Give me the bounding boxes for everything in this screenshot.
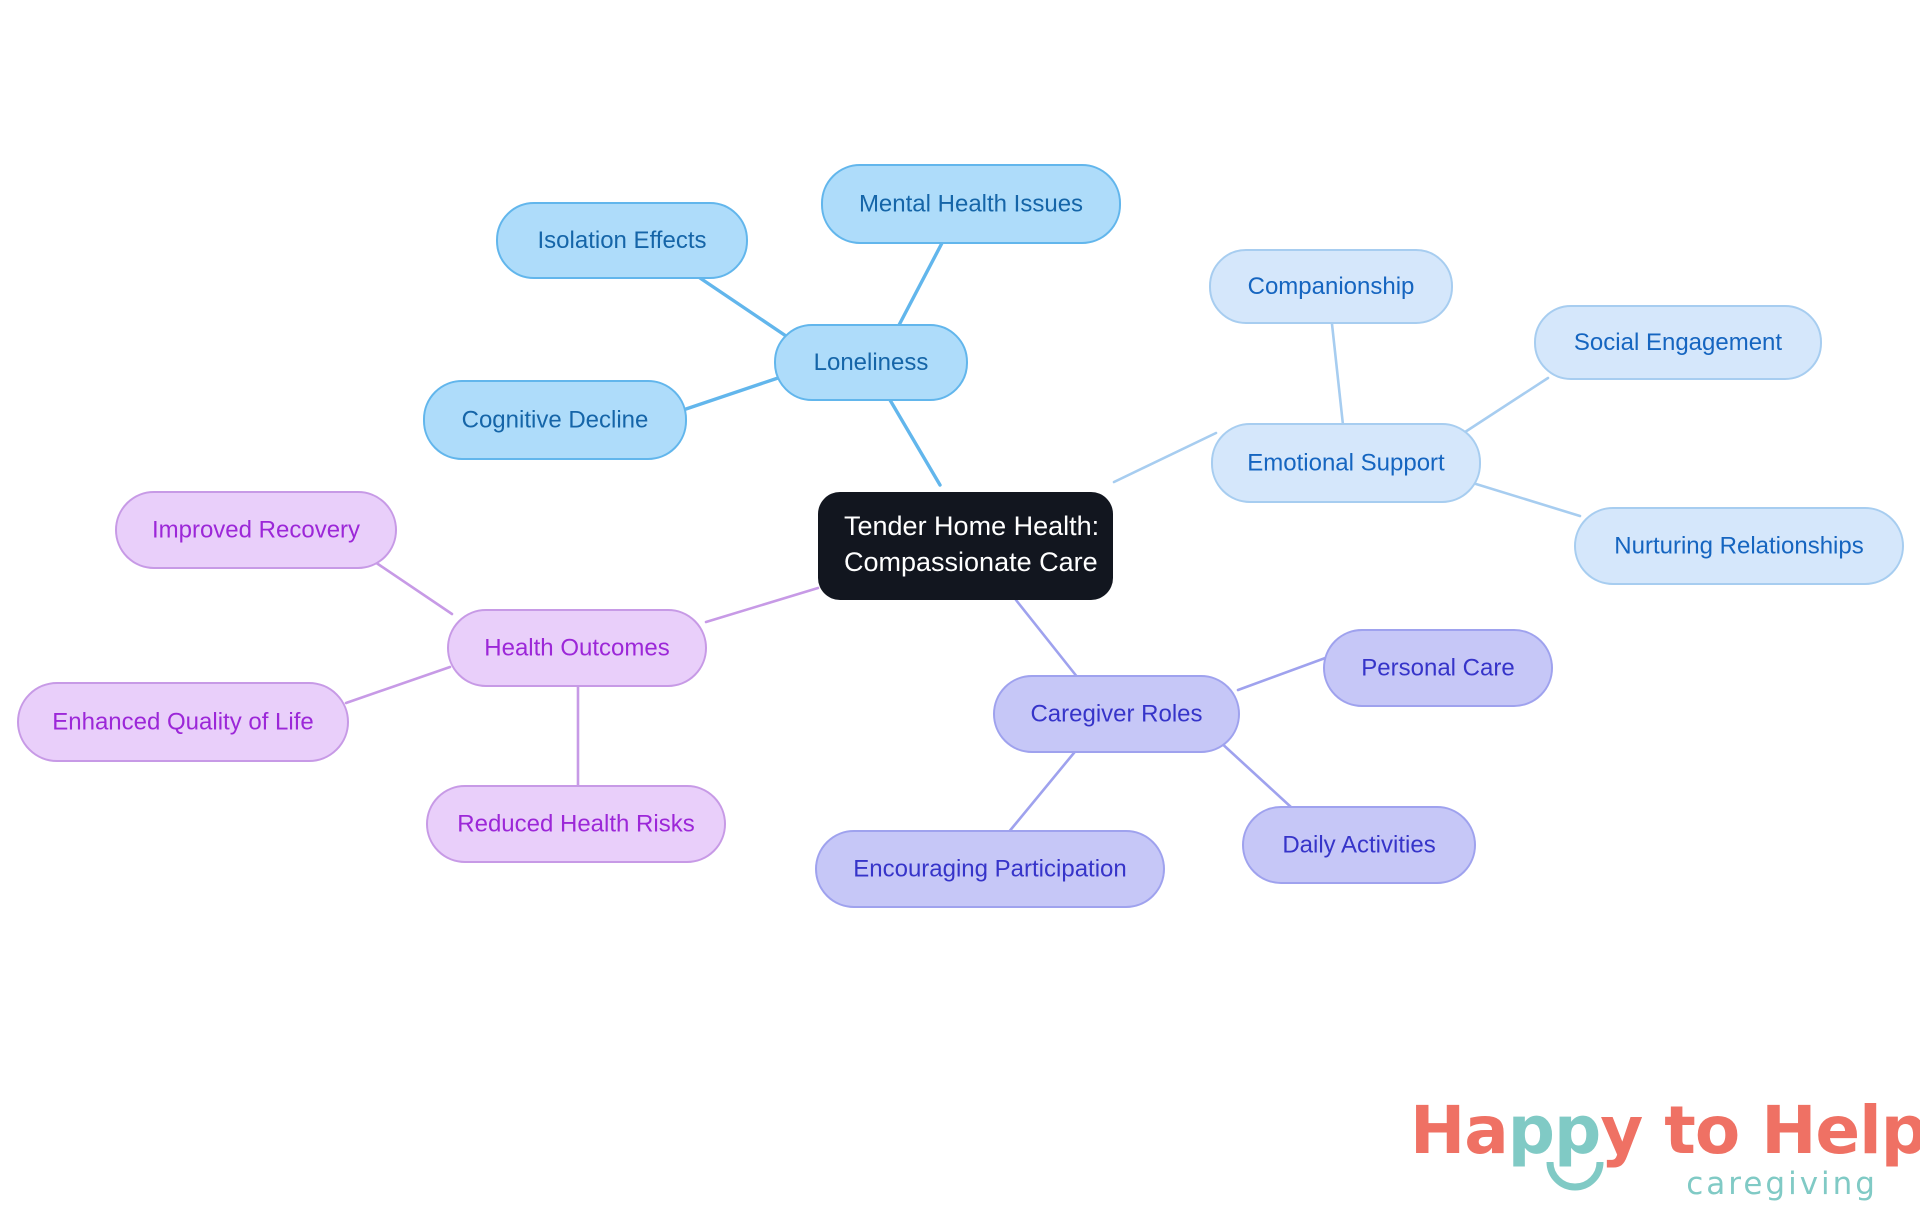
node-emotional-support[interactable]: Emotional Support [1211, 423, 1481, 503]
edge-health-outcomes-to-improved-recovery [370, 558, 454, 616]
node-shape-mental-health-issues [821, 164, 1121, 244]
logo-tagline: caregiving [1686, 1166, 1878, 1202]
edge-emotional-support-to-social-engagement [1460, 376, 1550, 436]
node-shape-social-engagement [1534, 305, 1822, 380]
node-reduced-health-risks[interactable]: Reduced Health Risks [426, 785, 726, 863]
node-shape-isolation-effects [496, 202, 748, 279]
node-shape-root [818, 492, 1113, 600]
edge-root-to-health-outcomes [704, 586, 820, 624]
logo-word-to: to [1642, 1092, 1762, 1169]
edge-health-outcomes-to-enhanced-quality-of-life [344, 665, 452, 705]
node-shape-enhanced-quality-of-life [17, 682, 349, 762]
logo-letters-pp: pp [1507, 1092, 1601, 1169]
node-companionship[interactable]: Companionship [1209, 249, 1453, 324]
edge-layer [344, 241, 1582, 835]
edge-root-to-loneliness [888, 398, 942, 487]
node-daily-activities[interactable]: Daily Activities [1242, 806, 1476, 884]
edge-caregiver-roles-to-encouraging-participation [1006, 746, 1080, 835]
node-shape-health-outcomes [447, 609, 707, 687]
edge-loneliness-to-cognitive-decline [684, 376, 780, 411]
root-label-line2: Compassionate Care [844, 547, 1098, 577]
edge-root-to-caregiver-roles [1014, 598, 1080, 680]
edge-emotional-support-to-nurturing-relationships [1461, 478, 1582, 518]
logo-letter-h: H [1410, 1092, 1465, 1169]
node-shape-encouraging-participation [815, 830, 1165, 908]
node-shape-companionship [1209, 249, 1453, 324]
edge-emotional-support-to-companionship [1330, 322, 1345, 427]
node-social-engagement[interactable]: Social Engagement [1534, 305, 1822, 380]
node-root[interactable]: Tender Home Health: Compassionate Care [818, 492, 1113, 600]
node-shape-personal-care [1323, 629, 1553, 707]
logo-letter-a: a [1464, 1092, 1509, 1169]
logo-letter-y: y [1600, 1092, 1643, 1169]
node-encouraging-participation[interactable]: Encouraging Participation [815, 830, 1165, 908]
node-enhanced-quality-of-life[interactable]: Enhanced Quality of Life [17, 682, 349, 762]
node-personal-care[interactable]: Personal Care [1323, 629, 1553, 707]
edge-caregiver-roles-to-personal-care [1236, 655, 1330, 692]
node-isolation-effects[interactable]: Isolation Effects [496, 202, 748, 279]
node-shape-emotional-support [1211, 423, 1481, 503]
node-cognitive-decline[interactable]: Cognitive Decline [423, 380, 687, 460]
logo-word-help: Help [1761, 1092, 1920, 1169]
edge-root-to-emotional-support [1112, 431, 1218, 484]
node-nurturing-relationships[interactable]: Nurturing Relationships [1574, 507, 1904, 585]
edge-loneliness-to-isolation-effects [698, 276, 788, 338]
node-shape-nurturing-relationships [1574, 507, 1904, 585]
root-label-line1: Tender Home Health: [844, 511, 1099, 541]
node-shape-daily-activities [1242, 806, 1476, 884]
node-shape-loneliness [774, 324, 968, 401]
brand-logo: Happy to Help caregiving [1410, 1098, 1920, 1210]
node-shape-cognitive-decline [423, 380, 687, 460]
logo-wordmark: Happy to Help [1410, 1098, 1920, 1164]
node-mental-health-issues[interactable]: Mental Health Issues [821, 164, 1121, 244]
node-caregiver-roles[interactable]: Caregiver Roles [993, 675, 1240, 753]
node-improved-recovery[interactable]: Improved Recovery [115, 491, 397, 569]
node-shape-reduced-health-risks [426, 785, 726, 863]
node-shape-improved-recovery [115, 491, 397, 569]
node-health-outcomes[interactable]: Health Outcomes [447, 609, 707, 687]
smile-icon [1546, 1161, 1604, 1191]
edge-loneliness-to-mental-health-issues [896, 241, 944, 329]
node-shape-caregiver-roles [993, 675, 1240, 753]
edge-caregiver-roles-to-daily-activities [1216, 738, 1294, 810]
node-loneliness[interactable]: Loneliness [774, 324, 968, 401]
